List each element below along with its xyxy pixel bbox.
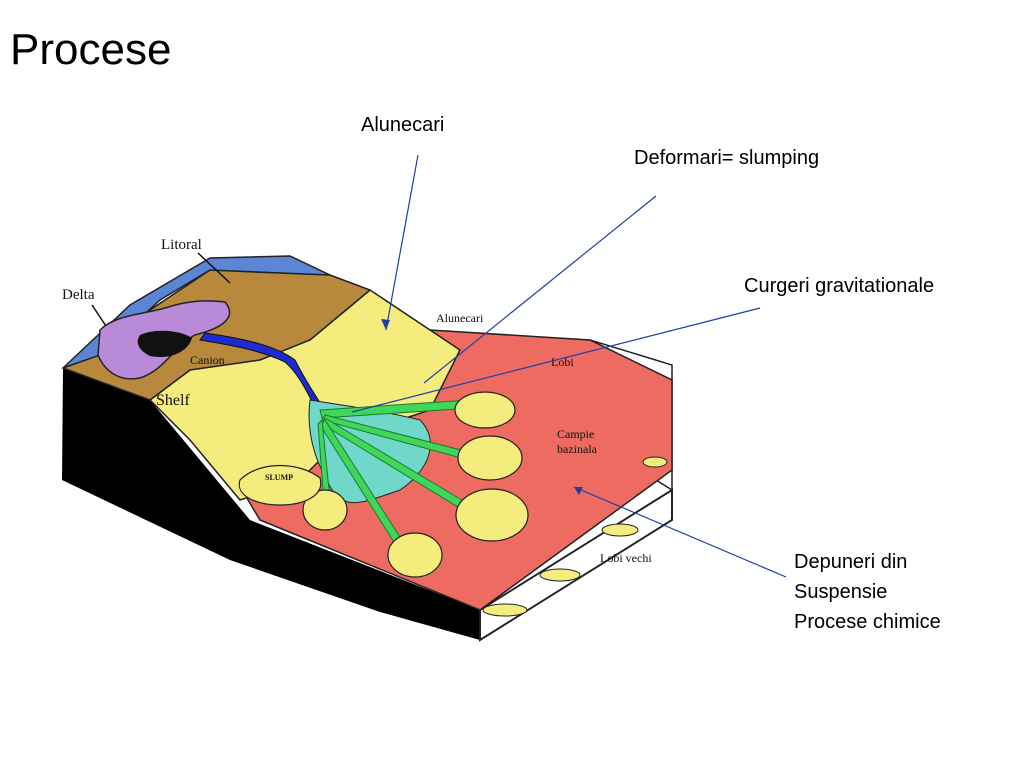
slump-deposit [239,466,321,506]
label-delta: Delta [62,287,95,303]
callout-deformari: Deformari= slumping [634,143,819,173]
callout-depuneri-line2: Suspensie [794,577,941,607]
label-campie-line1: Campie [557,427,594,441]
label-lobi-vechi: Lobi vechi [600,551,652,565]
label-campie-line2: bazinala [557,442,598,456]
callout-depuneri-line1: Depuneri din [794,547,941,577]
callout-alunecari: Alunecari [361,110,444,140]
label-alunecari-diagram: Alunecari [436,311,484,325]
callout-depuneri-line3: Procese chimice [794,607,941,637]
callout-curgeri: Curgeri gravitationale [744,271,934,301]
label-lobi: Lobi [551,355,574,369]
label-canion: Canion [190,353,225,367]
label-slump: SLUMP [265,473,293,482]
label-shelf: Shelf [156,392,190,409]
callout-depuneri: Depuneri din Suspensie Procese chimice [794,547,941,637]
label-litoral: Litoral [161,237,202,253]
